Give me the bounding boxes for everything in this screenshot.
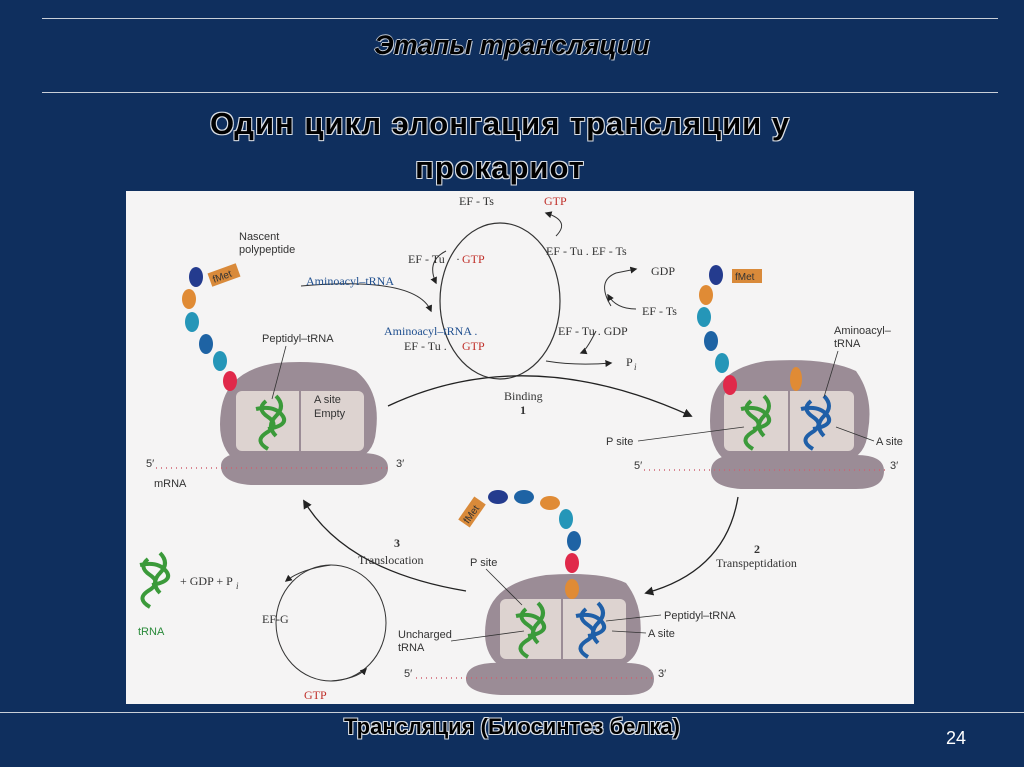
ef-ts-in-arrow	[607, 293, 637, 310]
aminoacyl-trna-right	[800, 394, 832, 451]
transpeptidation-label: Transpeptidation	[716, 556, 797, 570]
pi-label: P	[626, 355, 633, 369]
mrna-bottom-3prime: 3′	[658, 668, 666, 680]
page-number: 24	[945, 728, 966, 748]
mrna-right-3prime: 3′	[890, 460, 898, 472]
svg-text:·: ·	[456, 252, 460, 266]
a-site-right-label: A site	[876, 436, 903, 448]
ribosome-bottom-small-subunit	[466, 662, 654, 695]
translocation-arrow	[303, 499, 467, 592]
ef-tu-gtp-left-label: EF - Tu	[408, 252, 445, 266]
aminoacyl-in-arrow	[300, 283, 433, 313]
peptidyl-trna-left-label: Peptidyl–tRNA	[262, 333, 334, 345]
section-title: Этапы трансляции	[374, 30, 650, 60]
nascent-line2: polypeptide	[239, 244, 295, 256]
title-divider	[42, 92, 998, 93]
aminoacyl-complex-line2-b: GTP	[462, 339, 485, 353]
binding-arrow	[387, 375, 693, 418]
peptidyl-trna-bottom	[575, 601, 607, 659]
translocation-step-number: 3	[394, 536, 400, 550]
mrna-bottom-5prime: 5′	[404, 668, 412, 680]
footer-divider	[0, 712, 1024, 713]
ef-tu-gtp-left-gtp: GTP	[462, 252, 485, 266]
ef-ts-right-label: EF - Ts	[642, 304, 677, 318]
mrna-label: mRNA	[154, 478, 187, 490]
translocation-label: Translocation	[358, 553, 424, 567]
mrna-right-5prime: 5′	[634, 460, 642, 472]
mrna-left-3prime: 3′	[396, 458, 404, 470]
elongation-diagram: EF - Ts GTP EF - Tu · GTP EF - Tu . EF -…	[126, 191, 914, 704]
cycle-arrow-right	[579, 330, 597, 355]
a-site-bottom-label: A site	[648, 628, 675, 640]
mrna-left-5prime: 5′	[146, 458, 154, 470]
gtp-top-label: GTP	[544, 194, 567, 208]
aminoacyl-trna-label: Aminoacyl–tRNA	[306, 274, 394, 288]
main-title-line2: прокариот	[415, 150, 585, 185]
chain-bead	[223, 371, 237, 391]
top-divider	[42, 18, 998, 19]
ribosome-left-small-subunit	[221, 452, 388, 485]
pi-subscript: i	[634, 362, 637, 372]
fmet-right-box	[732, 269, 762, 283]
gdp-pi-subscript: i	[236, 581, 239, 591]
ef-ts-top-label: EF - Ts	[459, 194, 494, 208]
ef-tu-gdp-label: EF - Tu . GDP	[558, 324, 628, 338]
transpeptidation-arrow	[644, 496, 739, 596]
gdp-label: GDP	[651, 264, 675, 278]
released-trna-label: tRNA	[138, 626, 165, 638]
ribosome-right: fMet Aminoacyl– tRNA P site A site 5′ 3′	[606, 265, 903, 489]
fmet-left-box	[207, 263, 241, 287]
uncharged-line2: tRNA	[398, 642, 425, 654]
ef-g-cycle-ring	[275, 564, 387, 682]
released-trna	[139, 551, 171, 609]
cycle-arrow-top	[544, 211, 563, 237]
aminoacyl-complex-line2-a: EF - Tu .	[404, 339, 447, 353]
nascent-line1: Nascent	[239, 231, 279, 243]
aminoacyl-right-line2: tRNA	[834, 338, 861, 350]
fmet-bottom-box	[458, 496, 486, 528]
gtp-bottom-label: GTP	[304, 688, 327, 702]
transpeptidation-step-number: 2	[754, 542, 760, 556]
gdp-out-arrow	[604, 266, 638, 307]
footer-title: Трансляция (Биосинтез белка)	[344, 714, 680, 739]
gdp-pi-label: + GDP + P	[180, 574, 233, 588]
ef-g-label: EF-G	[262, 612, 289, 626]
binding-step-number: 1	[520, 403, 526, 417]
peptidyl-trna-left	[255, 394, 287, 451]
ribosome-bottom: fMet P site Peptidyl–tRNA A site Uncharg…	[398, 490, 736, 695]
ef-tu-ef-ts-label: EF - Tu . EF - Ts	[546, 244, 627, 258]
ef-g-cycle: EF-G GTP + GDP + P i tRNA	[138, 551, 387, 702]
diagram-canvas: EF - Ts GTP EF - Tu · GTP EF - Tu . EF -…	[138, 194, 903, 702]
uncharged-trna-bottom	[515, 601, 547, 659]
aminoacyl-complex-line1: Aminoacyl–tRNA .	[384, 324, 477, 338]
peptidyl-trna-right	[740, 394, 772, 451]
peptidyl-trna-bottom-label: Peptidyl–tRNA	[664, 610, 736, 622]
main-title-line1: Один цикл элонгация трансляции у	[209, 106, 791, 141]
ef-tu-cycle: EF - Ts GTP EF - Tu · GTP EF - Tu . EF -…	[300, 194, 677, 380]
binding-label: Binding	[504, 389, 543, 403]
fmet-right-label: fMet	[735, 272, 755, 283]
ribosome-left: A site Empty fMet Nascent polypeptide Pe…	[146, 231, 404, 490]
main-title: Один цикл элонгация трансляции у прокари…	[0, 102, 1000, 190]
aminoacyl-right-line1: Aminoacyl–	[834, 325, 892, 337]
ef-tu-cycle-ring	[439, 222, 561, 380]
pi-out-arrow	[545, 359, 613, 367]
a-site-empty-line1: A site	[314, 394, 341, 406]
a-site-empty-line2: Empty	[314, 408, 346, 420]
p-site-bottom-label: P site	[470, 557, 497, 569]
ribosome-right-small-subunit	[711, 454, 884, 489]
uncharged-line1: Uncharged	[398, 629, 452, 641]
p-site-right-label: P site	[606, 436, 633, 448]
cycle-arrow-left	[430, 250, 447, 285]
